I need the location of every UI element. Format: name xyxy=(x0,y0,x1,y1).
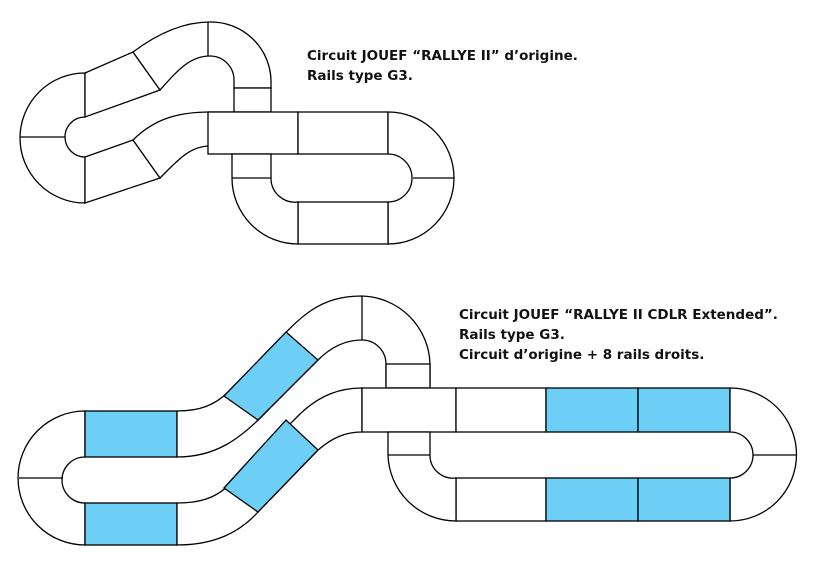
caption-extended-line-2: Rails type G3. xyxy=(459,327,565,343)
ext-bottom-left-curve xyxy=(387,431,457,522)
ext-straight-1 xyxy=(361,387,457,433)
added-straight-diagonal-lower xyxy=(223,419,319,513)
bottom-left-curve xyxy=(231,153,299,245)
caption-extended-line-1: Circuit JOUEF “RALLYE II CDLR Extended”. xyxy=(459,307,778,323)
caption-original-line-1: Circuit JOUEF “RALLYE II” d’origine. xyxy=(307,48,578,64)
added-straight-left-lower xyxy=(84,502,178,546)
caption-original-circuit: Circuit JOUEF “RALLYE II” d’origine. Rai… xyxy=(307,46,578,86)
added-straight-bottom-2 xyxy=(637,477,731,522)
caption-original-line-2: Rails type G3. xyxy=(307,68,413,84)
added-straight-top-2 xyxy=(637,387,731,433)
upper-s-curve xyxy=(132,21,272,92)
return-straight xyxy=(297,201,389,245)
ext-crossing-block xyxy=(385,363,431,389)
added-straight-left-upper xyxy=(84,410,178,458)
circuit-extended xyxy=(17,295,798,546)
left-hairpin-piece xyxy=(19,72,86,204)
caption-extended-circuit: Circuit JOUEF “RALLYE II CDLR Extended”.… xyxy=(459,305,778,365)
added-straight-bottom-1 xyxy=(545,477,639,522)
circuit-original xyxy=(19,21,455,245)
straight-2 xyxy=(297,111,389,155)
added-straight-diagonal-upper xyxy=(223,331,319,421)
ext-straight-2 xyxy=(455,387,547,433)
ext-return-straight xyxy=(455,477,547,522)
crossing-block-upper xyxy=(233,87,272,113)
caption-extended-line-3: Circuit d’origine + 8 rails droits. xyxy=(459,347,705,363)
straight-1 xyxy=(207,111,299,155)
added-straight-top-1 xyxy=(545,387,639,433)
